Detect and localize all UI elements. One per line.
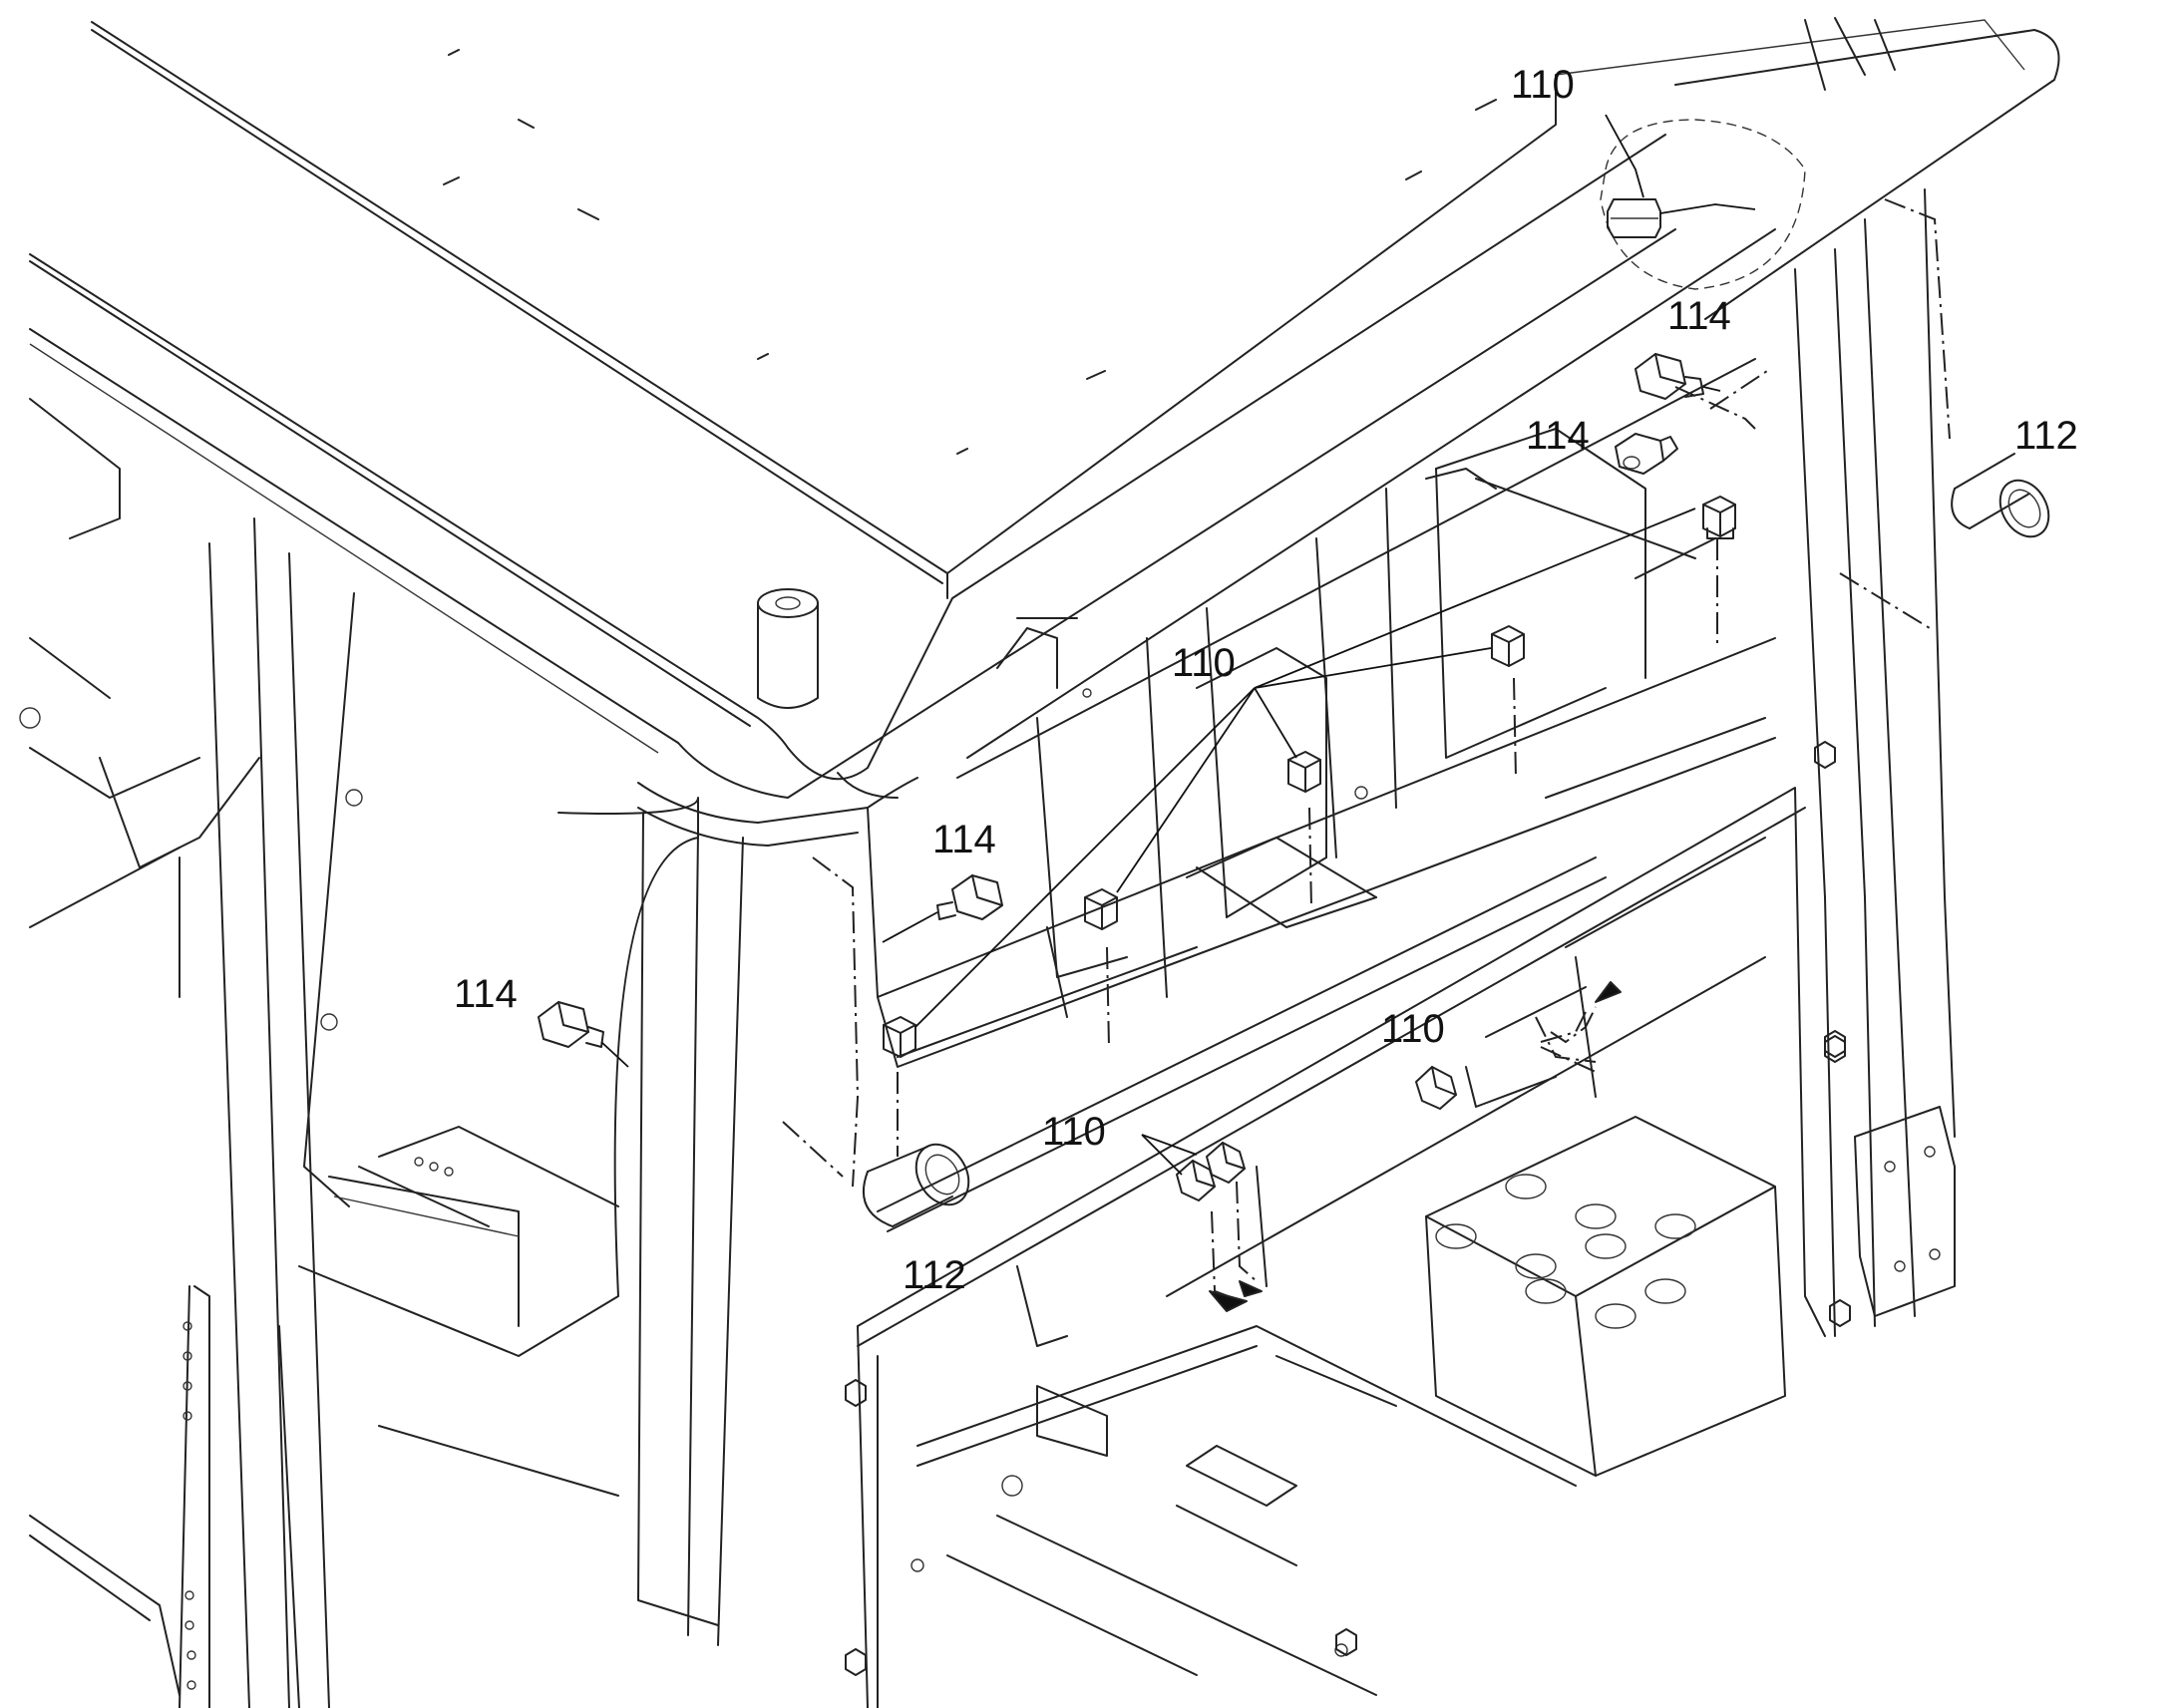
label-114-right-mid: 114 bbox=[1526, 414, 1590, 458]
nut-110-mid-left bbox=[1084, 888, 1118, 930]
reference-labels: 110 110 110 110 114 114 114 114 112 112 bbox=[454, 63, 2078, 1297]
label-114-upper-right: 114 bbox=[1667, 294, 1731, 338]
fitting-114-right-mid bbox=[1615, 433, 1678, 475]
label-112-right: 112 bbox=[2014, 414, 2078, 458]
roof-panel bbox=[29, 17, 2060, 799]
assembly-lines bbox=[782, 198, 1951, 1312]
nut-110-lower-pair-b bbox=[1176, 1160, 1216, 1201]
nut-110-center bbox=[1287, 751, 1321, 793]
right-pillar bbox=[1794, 188, 1956, 1337]
fitting-114-far-left bbox=[538, 1001, 629, 1068]
cap-112-left bbox=[863, 1143, 970, 1227]
nut-110-right bbox=[1702, 496, 1736, 539]
label-110-lower-pair: 110 bbox=[1042, 1110, 1106, 1154]
detail-circle bbox=[1600, 119, 1806, 290]
label-112-left: 112 bbox=[903, 1253, 966, 1297]
nut-110-mid-right bbox=[1491, 625, 1525, 667]
left-interior bbox=[19, 398, 619, 1227]
fitting-114-upper-right bbox=[1635, 353, 1721, 400]
label-110-center: 110 bbox=[1172, 641, 1236, 685]
roof-post bbox=[757, 588, 819, 709]
center-interior bbox=[867, 228, 1776, 1068]
label-110-lower-right: 110 bbox=[1381, 1007, 1445, 1051]
cross-bar bbox=[877, 856, 1607, 1287]
leader-lines bbox=[914, 114, 1696, 1176]
label-114-far-left: 114 bbox=[454, 972, 518, 1016]
lower-compartment bbox=[845, 787, 1846, 1708]
nut-110-top bbox=[1607, 198, 1756, 238]
front-rail bbox=[637, 777, 918, 847]
left-door-frame bbox=[29, 517, 744, 1708]
fitting-114-center-left bbox=[882, 874, 1003, 943]
nut-110-left bbox=[883, 1016, 916, 1058]
label-114-center-left: 114 bbox=[932, 818, 996, 861]
label-110-top: 110 bbox=[1511, 63, 1575, 107]
nut-110-lower-right bbox=[1415, 1066, 1457, 1110]
cap-112-right bbox=[1951, 453, 2050, 538]
